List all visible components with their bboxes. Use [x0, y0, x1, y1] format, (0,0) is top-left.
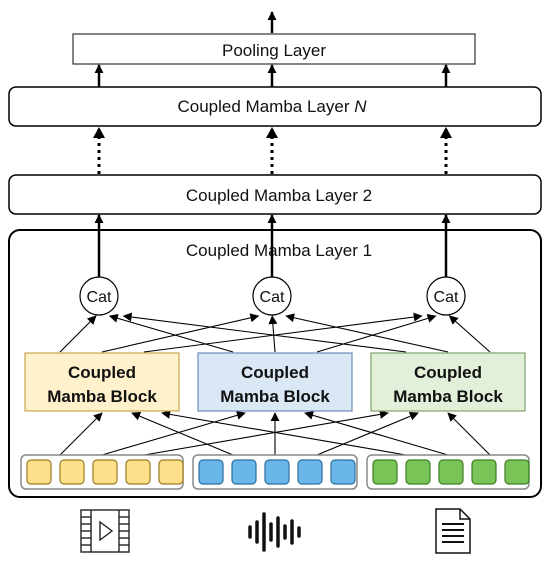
connector-line — [101, 313, 260, 353]
audio-waveform-icon — [248, 512, 301, 552]
svg-text:Mamba Block: Mamba Block — [393, 387, 503, 406]
arrows-layer-n-to-pooling — [94, 64, 451, 87]
token-to-block-connections — [59, 409, 491, 456]
svg-text:Coupled: Coupled — [68, 363, 136, 382]
coupled-mamba-layer-n: Coupled Mamba Layer N — [8, 86, 542, 127]
token — [59, 459, 85, 485]
token — [471, 459, 497, 485]
document-icon — [435, 508, 471, 554]
svg-text:Coupled: Coupled — [241, 363, 309, 382]
connector-line — [101, 410, 246, 456]
coupled-mamba-block-1: Coupled Mamba Block — [24, 352, 180, 412]
connector-line — [285, 313, 449, 353]
arrows-cat-to-layer-2 — [94, 214, 451, 278]
token — [264, 459, 290, 485]
connector-line — [268, 315, 278, 353]
token — [372, 459, 398, 485]
pooling-layer-label: Pooling Layer — [222, 41, 326, 60]
connector-line — [304, 410, 449, 456]
svg-text:Mamba Block: Mamba Block — [220, 387, 330, 406]
layer-1-label: Coupled Mamba Layer 1 — [186, 241, 372, 260]
connector-line — [143, 409, 389, 456]
token — [297, 459, 323, 485]
connector-line — [108, 313, 234, 353]
layer-2-label: Coupled Mamba Layer 2 — [186, 186, 372, 205]
block-to-cat-connections — [59, 312, 491, 353]
coupled-mamba-layer-2: Coupled Mamba Layer 2 — [8, 174, 542, 215]
svg-text:Cat: Cat — [260, 289, 285, 306]
dotted-arrows-layer-2-to-n — [93, 127, 452, 174]
pooling-layer: Pooling Layer — [72, 33, 476, 65]
connector-line — [122, 312, 407, 353]
token — [405, 459, 431, 485]
cat-node-3: Cat — [426, 276, 466, 316]
token-group-text — [366, 454, 530, 490]
token — [198, 459, 224, 485]
token — [330, 459, 356, 485]
connector-line — [59, 412, 103, 456]
connector-line — [448, 315, 491, 353]
connector-line — [131, 411, 234, 456]
token — [26, 459, 52, 485]
connector-line — [316, 411, 419, 456]
layer-n-label: Coupled Mamba Layer N — [178, 97, 368, 116]
svg-text:Cat: Cat — [434, 289, 459, 306]
token-group-video — [20, 454, 184, 490]
connector-line — [143, 312, 423, 353]
video-icon — [80, 509, 130, 553]
svg-text:Mamba Block: Mamba Block — [47, 387, 157, 406]
cat-node-1: Cat — [79, 276, 119, 316]
token — [158, 459, 184, 485]
connector-line — [447, 412, 491, 456]
coupled-mamba-block-2: Coupled Mamba Block — [197, 352, 353, 412]
token — [438, 459, 464, 485]
token — [92, 459, 118, 485]
connector-line — [316, 314, 437, 353]
svg-text:Cat: Cat — [87, 289, 112, 306]
token-group-audio — [192, 454, 358, 490]
token — [125, 459, 151, 485]
svg-text:Coupled: Coupled — [414, 363, 482, 382]
connector-line — [59, 315, 97, 353]
coupled-mamba-block-3: Coupled Mamba Block — [370, 352, 526, 412]
cat-node-2: Cat — [252, 276, 292, 316]
token — [504, 459, 530, 485]
connector-line — [161, 409, 407, 456]
token — [231, 459, 257, 485]
